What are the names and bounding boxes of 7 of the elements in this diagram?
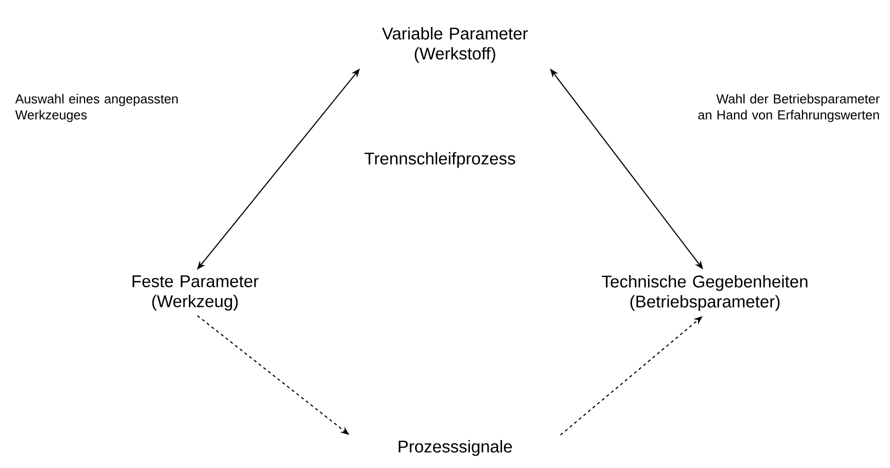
node-label: Variable Parameter (Werkstoff) <box>382 27 528 63</box>
node-label: Technische Gegebenheiten (Betriebsparameter) <box>602 275 808 311</box>
text-label: Auswahl eines angepassten Werkzeuges <box>15 94 178 122</box>
text-label: Trennschleifprozess <box>364 152 516 168</box>
node-label: Prozesssignale <box>398 440 512 456</box>
node-label: Feste Parameter (Werkzeug) <box>132 275 258 311</box>
text-label: Wahl der Betriebsparameter an Hand von Erfahrungswerten <box>698 94 880 122</box>
